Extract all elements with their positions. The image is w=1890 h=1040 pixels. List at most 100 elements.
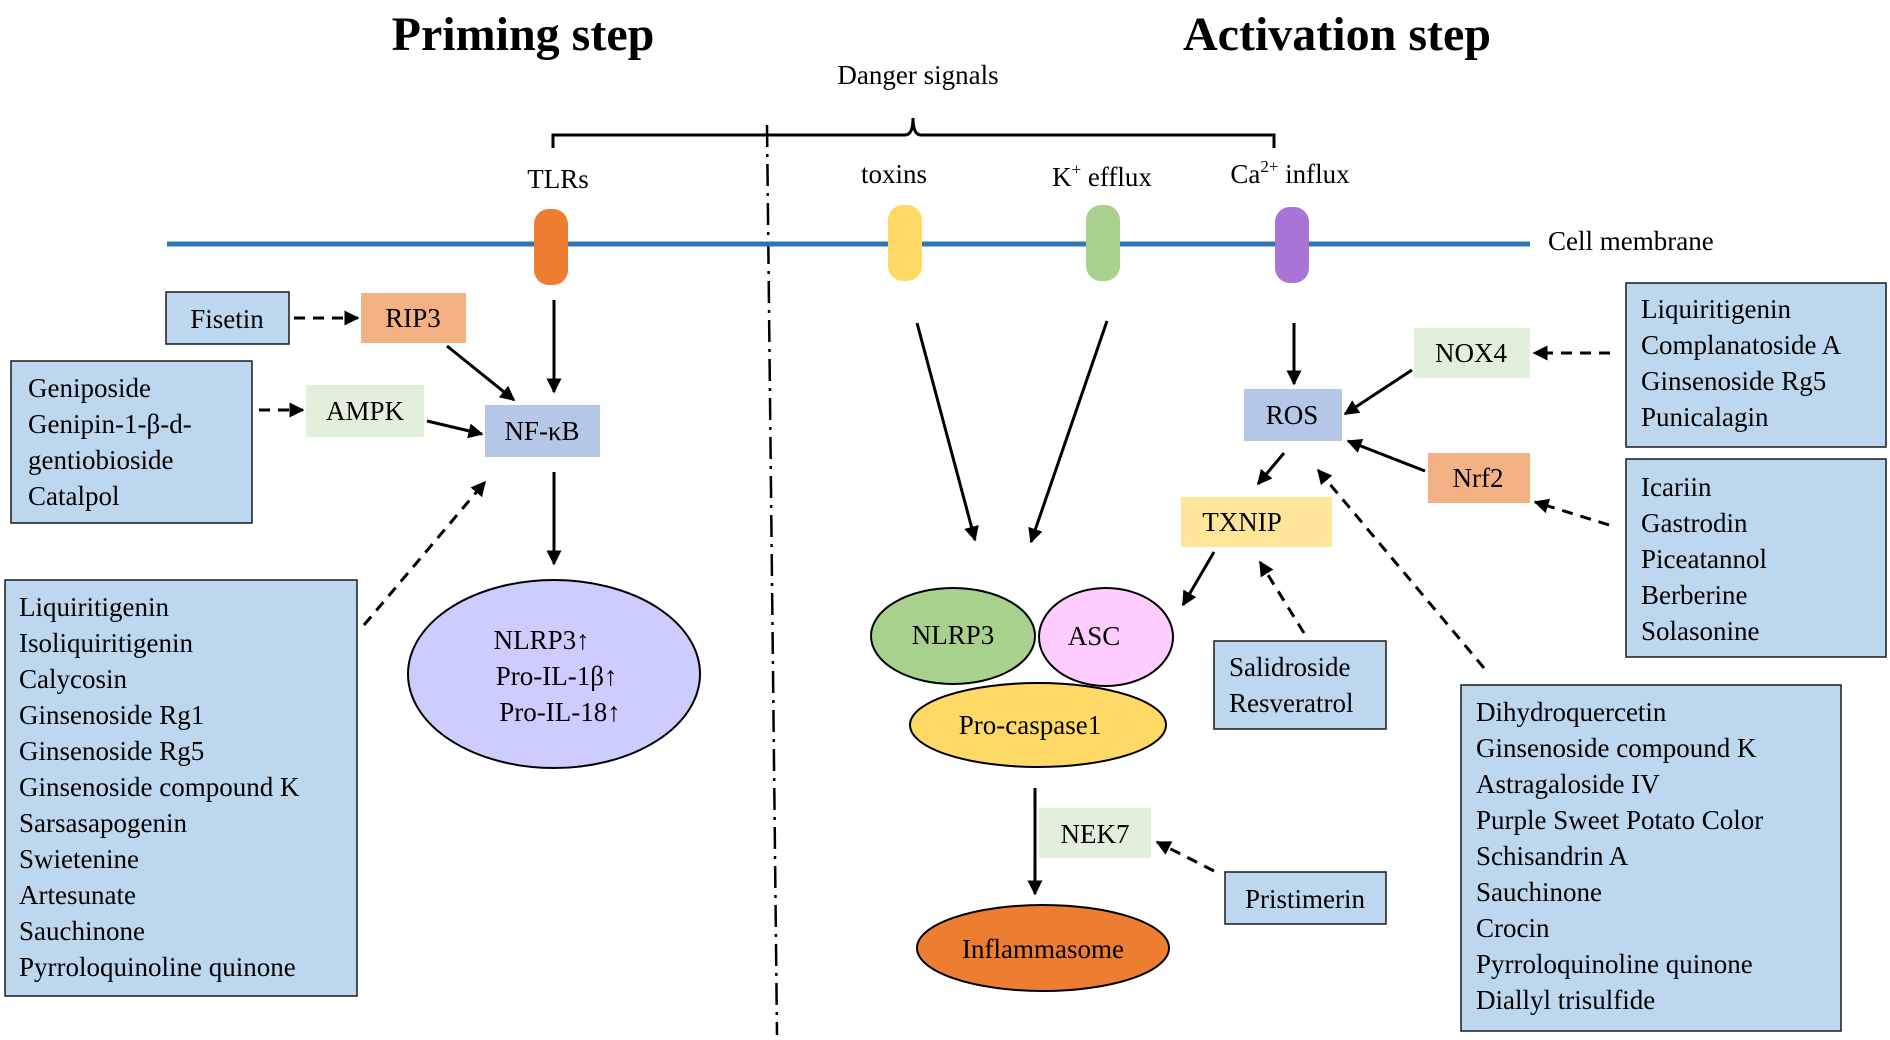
compound-name: Ginsenoside Rg5 (1641, 366, 1826, 396)
nrf2-node (1428, 453, 1530, 503)
k-efflux-label: K+ efflux (1052, 160, 1152, 192)
nlrp3-products-list: NLRP3↑ Pro-IL-1β↑ Pro-IL-18↑ (494, 625, 625, 727)
arrow-rip3-nfkb (446, 344, 516, 402)
compound-name: Sauchinone (19, 916, 145, 946)
pristimerin-label: Pristimerin (1245, 884, 1365, 914)
nox4-compound-list: Liquiritigenin Complanatoside A Ginsenos… (1641, 294, 1847, 432)
ca-channel (1275, 207, 1309, 283)
toxins-label: toxins (861, 159, 927, 189)
nek7-compound-box (1224, 871, 1387, 925)
compound-name: Liquiritigenin (19, 592, 169, 622)
compound-name: Ginsenoside Rg5 (19, 736, 204, 766)
arrow-nrf2-group-nrf2 (1533, 498, 1610, 527)
arrow-nfkb-group-nfkb (362, 480, 487, 626)
nlrp3-products-ellipse (407, 579, 701, 769)
compound-name: Resveratrol (1229, 688, 1353, 718)
fisetin-label: Fisetin (190, 304, 264, 334)
arrow-nox4-ros (1343, 368, 1413, 416)
compound-name: Solasonine (1641, 616, 1760, 646)
compound-name: gentiobioside (28, 445, 173, 475)
compound-name: Complanatoside A (1641, 330, 1842, 360)
compound-name: Liquiritigenin (1641, 294, 1791, 324)
ampk-node (306, 385, 424, 437)
priming-step-heading: Priming step (392, 8, 655, 61)
activation-step-heading: Activation step (1183, 8, 1491, 61)
asc-ellipse (1038, 587, 1174, 687)
nrf2-compound-list: Icariin Gastrodin Piceatannol Berberine … (1641, 472, 1774, 646)
rip3-label: RIP3 (385, 303, 441, 333)
arrow-ros-txnip (1256, 452, 1286, 486)
danger-signals-label: Danger signals (837, 60, 998, 90)
nox4-compound-box (1625, 282, 1887, 448)
arrow-pristimerin-nek7 (1155, 840, 1215, 873)
compound-name: Ginsenoside compound K (1476, 733, 1757, 763)
ros-node (1244, 389, 1342, 441)
compound-name: Dihydroquercetin (1476, 697, 1667, 727)
txnip-label: TXNIP (1202, 507, 1282, 537)
compound-name: Pyrroloquinoline quinone (19, 952, 296, 982)
nek7-node (1039, 808, 1151, 858)
txnip-node (1181, 497, 1332, 547)
nlrp3-ellipse (870, 587, 1036, 685)
inflammasome-ellipse (916, 904, 1170, 992)
compound-name: Piceatannol (1641, 544, 1767, 574)
compound-name: Purple Sweet Potato Color (1476, 805, 1763, 835)
ros-label: ROS (1266, 400, 1319, 430)
procaspase1-ellipse (909, 682, 1167, 768)
compound-name: Calycosin (19, 664, 127, 694)
compound-name: Salidroside (1229, 652, 1351, 682)
procaspase1-label: Pro-caspase1 (959, 710, 1101, 740)
rip3-node (361, 293, 466, 343)
txnip-compound-list: Salidroside Resveratrol (1229, 652, 1357, 718)
k-channel (1086, 205, 1120, 281)
toxins-channel (888, 205, 922, 281)
compound-name: Sarsasapogenin (19, 808, 187, 838)
compound-name: Berberine (1641, 580, 1747, 610)
compound-name: Icariin (1641, 472, 1712, 502)
nox4-label: NOX4 (1435, 338, 1507, 368)
priming-activation-divider (765, 124, 779, 1036)
nrf2-label: Nrf2 (1453, 463, 1504, 493)
fisetin-box (165, 291, 290, 345)
tlrs-label: TLRs (527, 164, 589, 194)
compound-name: Sauchinone (1476, 877, 1602, 907)
txnip-compound-box (1213, 640, 1387, 730)
ca-influx-label: Ca2+ influx (1230, 157, 1350, 189)
arrow-k-efflux-complex (1028, 320, 1109, 544)
cell-membrane-label: Cell membrane (1548, 226, 1714, 256)
nfkb-label: NF-κB (504, 416, 579, 446)
compound-name: Genipin-1-β-d- (28, 409, 192, 439)
nfkb-compound-list: Liquiritigenin Isoliquiritigenin Calycos… (19, 592, 306, 982)
compound-name: Crocin (1476, 913, 1550, 943)
nfkb-node (485, 405, 600, 457)
ampk-label: AMPK (326, 396, 405, 426)
compound-name: Isoliquiritigenin (19, 628, 193, 658)
product-name: NLRP3↑ (494, 625, 590, 655)
arrow-ros-group-ros (1316, 468, 1486, 669)
arrow-nrf2-ros (1346, 438, 1426, 473)
ros-compound-box (1460, 684, 1842, 1032)
compound-name: Astragaloside IV (1476, 769, 1660, 799)
product-name: Pro-IL-18↑ (499, 697, 620, 727)
tlr-receptor (534, 209, 568, 285)
nrf2-compound-box (1625, 458, 1887, 658)
arrow-txnip-asc (1181, 551, 1216, 607)
arrow-ampk-nfkb (426, 419, 484, 439)
compound-name: Diallyl trisulfide (1476, 985, 1655, 1015)
danger-signals-bracket (551, 117, 1276, 148)
ampk-compound-list: Geniposide Genipin-1-β-d- gentiobioside … (28, 373, 198, 511)
compound-name: Schisandrin A (1476, 841, 1629, 871)
nek7-label: NEK7 (1061, 819, 1130, 849)
ros-compound-list: Dihydroquercetin Ginsenoside compound K … (1476, 697, 1770, 1015)
nlrp3-label: NLRP3 (912, 620, 995, 650)
product-name: Pro-IL-1β↑ (496, 661, 618, 691)
compound-name: Gastrodin (1641, 508, 1748, 538)
compound-name: Pyrroloquinoline quinone (1476, 949, 1753, 979)
inflammasome-label: Inflammasome (962, 934, 1124, 964)
compound-name: Punicalagin (1641, 402, 1769, 432)
nox4-node (1414, 328, 1530, 378)
ampk-compound-box (10, 360, 253, 524)
compound-name: Artesunate (19, 880, 136, 910)
nfkb-compound-box (4, 579, 358, 997)
